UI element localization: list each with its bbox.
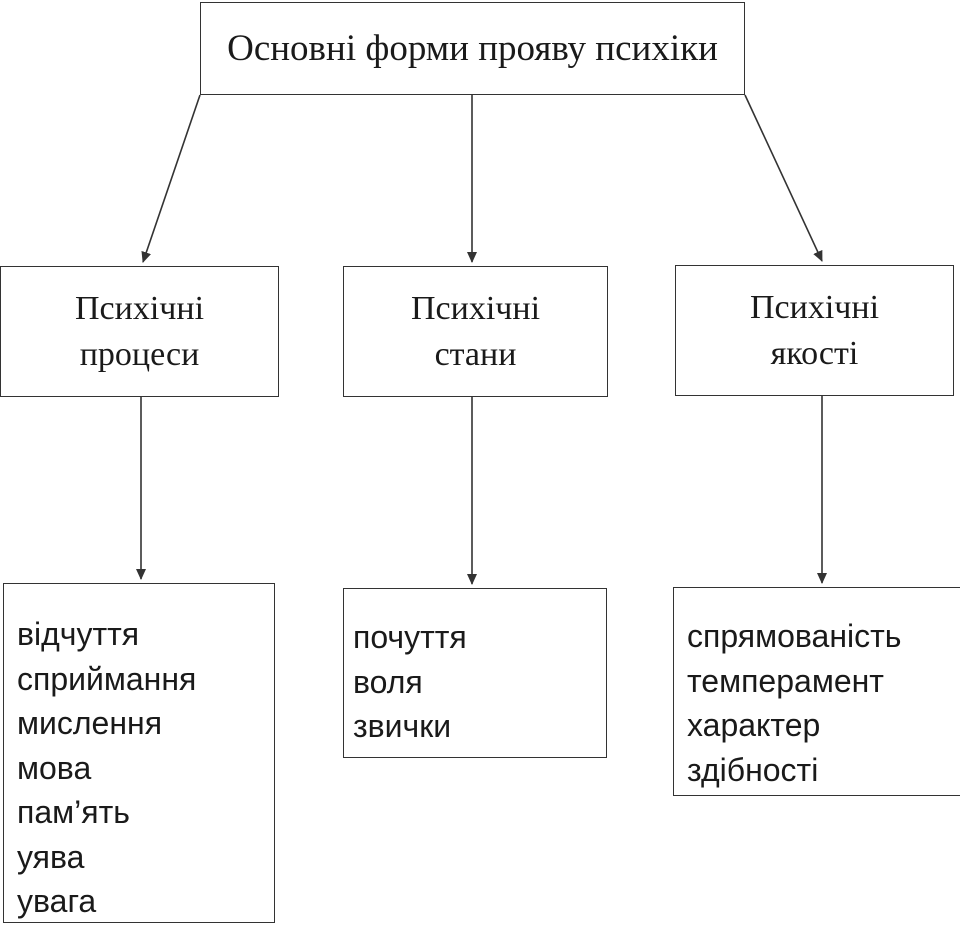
list-item: мислення: [17, 705, 163, 741]
list-item: воля: [353, 663, 423, 700]
category-title-line2: якості: [770, 334, 859, 372]
list-node-processes: відчуття сприймання мислення мова пам’ят…: [3, 583, 275, 923]
category-title-line1: Психічні: [410, 289, 541, 327]
root-label: Основні форми прояву психіки: [227, 28, 718, 69]
list-item: мова: [17, 749, 92, 786]
list-item: почуття: [353, 619, 467, 655]
category-node-states: Психічні стани: [343, 266, 608, 397]
list-item: увага: [17, 883, 97, 919]
list-item: уява: [17, 838, 85, 875]
category-node-processes: Психічні процеси: [0, 266, 279, 397]
list-item: спрямованість: [687, 618, 902, 654]
category-node-qualities: Психічні якості: [675, 265, 954, 396]
list-item: сприймання: [17, 660, 197, 697]
list-node-states: почуття воля звички: [343, 588, 607, 758]
root-node: Основні форми прояву психіки: [200, 2, 745, 95]
list-item: здібності: [687, 751, 819, 788]
category-title-line1: Психічні: [74, 289, 205, 327]
list-item: характер: [687, 707, 821, 743]
list-item: звички: [353, 708, 452, 744]
list-node-qualities: спрямованість темперамент характер здібн…: [673, 587, 960, 796]
list-item: відчуття: [17, 616, 140, 652]
list-item: темперамент: [687, 662, 884, 699]
arrow-root-to-processes: [141, 94, 201, 263]
category-title-line1: Психічні: [749, 288, 880, 326]
list-item: пам’ять: [17, 794, 130, 830]
category-title-line2: процеси: [79, 335, 200, 373]
arrow-root-to-qualities: [744, 94, 823, 262]
category-title-line2: стани: [434, 335, 517, 373]
